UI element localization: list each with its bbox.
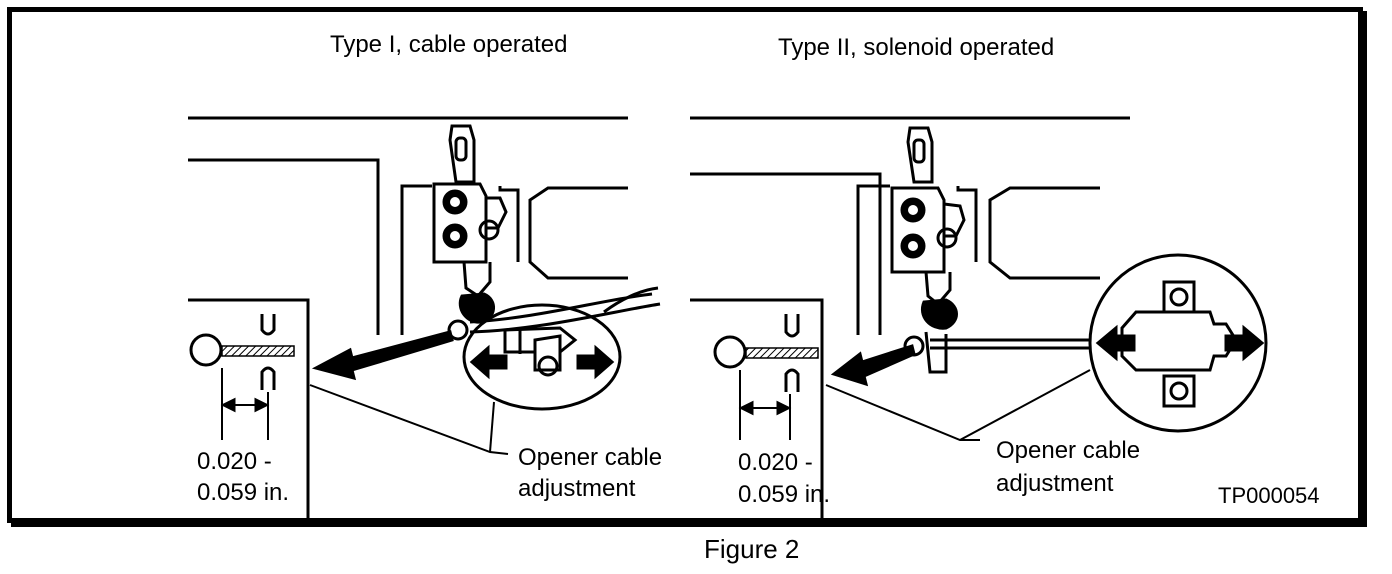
type2-title: Type II, solenoid operated (778, 34, 1055, 61)
type2-callout-line2: adjustment (996, 470, 1114, 497)
type2-callout-line1: Opener cable (996, 437, 1141, 464)
type1-title: Type I, cable operated (330, 31, 568, 58)
type2-latch-assembly (890, 126, 966, 374)
type1-callout-line2: adjustment (518, 475, 636, 502)
figure-frame (7, 7, 1363, 523)
drawing-id: TP000054 (1218, 483, 1320, 508)
type1-gap-label-line1: 0.020 - (197, 448, 272, 475)
type1-callout-line1: Opener cable (518, 444, 663, 471)
type1-gap-label-line2: 0.059 in. (197, 479, 290, 506)
figure-caption: Figure 2 (704, 534, 800, 564)
type2-gap-label-line1: 0.020 - (738, 449, 813, 476)
type1-latch-assembly (432, 124, 508, 341)
type1-gap-gauge (188, 298, 310, 520)
type2-drawing (690, 116, 1268, 520)
type2-solenoid-detail (1088, 253, 1268, 433)
type2-gap-label-line2: 0.059 in. (738, 481, 831, 508)
type1-drawing (188, 116, 661, 520)
type2-gap-gauge (690, 298, 824, 520)
type1-cable-detail (462, 303, 622, 411)
